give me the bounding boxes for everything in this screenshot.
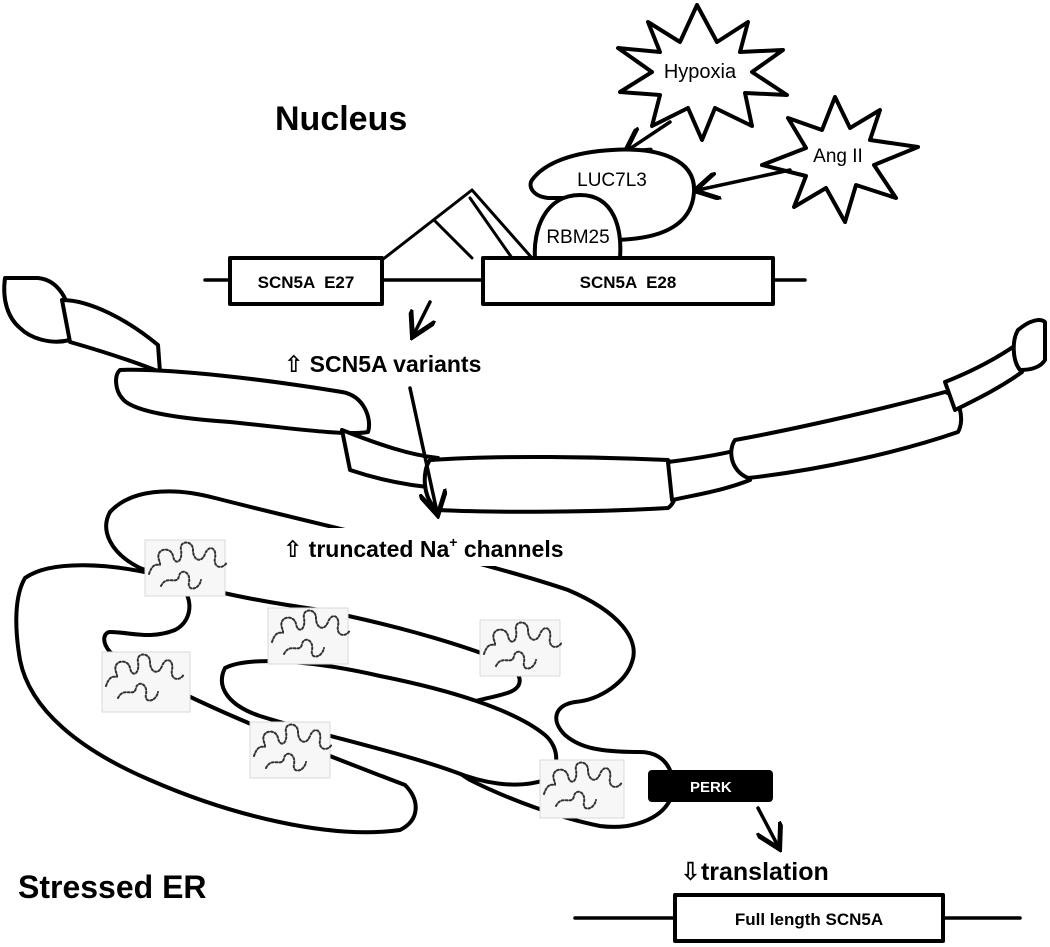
hypoxia-starburst bbox=[616, 3, 789, 142]
variants-label: ⇧ SCN5A variants bbox=[284, 351, 481, 377]
truncated-label-backing bbox=[282, 528, 627, 566]
rbm25-label: RBM25 bbox=[546, 227, 609, 248]
perk-arrow bbox=[758, 806, 778, 846]
ang-ii-starburst bbox=[760, 95, 920, 224]
truncated-protein bbox=[249, 721, 333, 779]
nucleus-label: Nucleus bbox=[275, 100, 407, 138]
splice-product-arrow bbox=[414, 300, 430, 334]
exon-28-box bbox=[481, 256, 775, 306]
perk-label: PERK bbox=[690, 779, 732, 796]
variants-to-truncated-arrow bbox=[408, 386, 437, 512]
stressed-er-label: Stressed ER bbox=[18, 869, 207, 905]
truncated-protein bbox=[267, 607, 351, 665]
truncated-protein bbox=[101, 651, 191, 713]
luc7l3-label: LUC7L3 bbox=[577, 170, 647, 191]
truncated-protein bbox=[479, 619, 563, 677]
truncated-channels-label: ⇧ truncated Na+ channels bbox=[283, 534, 564, 562]
truncated-protein bbox=[539, 759, 625, 819]
splice-junction bbox=[380, 188, 534, 262]
rbm25-protein bbox=[532, 193, 623, 260]
hypoxia-arrow bbox=[628, 120, 672, 150]
exon-28-label: SCN5A E28 bbox=[580, 273, 677, 292]
translation-label: ⇩translation bbox=[680, 858, 829, 886]
exon-27-box bbox=[228, 256, 384, 306]
truncated-protein bbox=[144, 539, 228, 597]
exon-27-label: SCN5A E27 bbox=[258, 273, 355, 292]
luc7l3-protein bbox=[528, 147, 697, 242]
full-length-label: Full length SCN5A bbox=[735, 910, 883, 929]
ang-ii-arrow bbox=[698, 168, 792, 190]
membrane-chain bbox=[2, 276, 1047, 514]
perk-box bbox=[648, 770, 773, 802]
full-length-exon-box bbox=[673, 893, 945, 943]
ang-ii-label: Ang II bbox=[813, 146, 863, 167]
hypoxia-label: Hypoxia bbox=[664, 61, 737, 83]
